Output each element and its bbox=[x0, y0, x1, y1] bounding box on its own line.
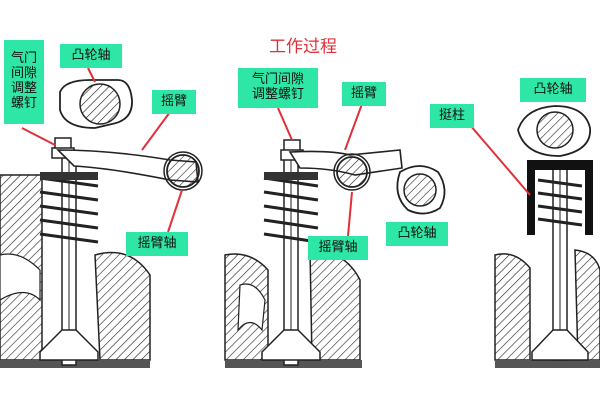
label-adjusting-screw-2: 气门间隙 调整螺钉 bbox=[238, 68, 318, 108]
valve-spring-1 bbox=[39, 176, 99, 244]
panel-2-rocker-arm-mechanism bbox=[224, 103, 446, 368]
rocker-shaft-2 bbox=[336, 156, 368, 188]
rocker-shaft-1 bbox=[166, 154, 200, 188]
label-camshaft-2: 凸轮轴 bbox=[386, 222, 448, 246]
leader-lines-2 bbox=[277, 103, 363, 237]
label-rocker-arm-1: 摇臂 bbox=[152, 90, 196, 114]
label-tappet-3: 挺柱 bbox=[430, 104, 474, 128]
label-camshaft-1: 凸轮轴 bbox=[60, 44, 122, 68]
label-rocker-shaft-1: 摇臂轴 bbox=[126, 232, 188, 256]
label-camshaft-3: 凸轮轴 bbox=[520, 78, 586, 102]
leader-lines-1 bbox=[21, 67, 183, 233]
valve-head-3 bbox=[531, 329, 589, 361]
leader-lines-3 bbox=[469, 124, 531, 196]
label-rocker-shaft-2: 摇臂轴 bbox=[308, 236, 368, 260]
valve-head-1 bbox=[39, 329, 99, 361]
panel-3-tappet-mechanism bbox=[469, 105, 600, 368]
label-rocker-arm-2: 摇臂 bbox=[342, 82, 386, 106]
valve-head-2 bbox=[261, 329, 321, 361]
valve-spring-3 bbox=[537, 178, 583, 227]
tappet-3 bbox=[527, 160, 593, 235]
label-adjusting-screw-1: 气门 间隙 调整 螺钉 bbox=[4, 40, 44, 124]
panel-1-rocker-arm-mechanism bbox=[0, 67, 203, 368]
valve-spring-2 bbox=[263, 176, 319, 244]
diagram-title: 工作过程 bbox=[269, 37, 337, 57]
